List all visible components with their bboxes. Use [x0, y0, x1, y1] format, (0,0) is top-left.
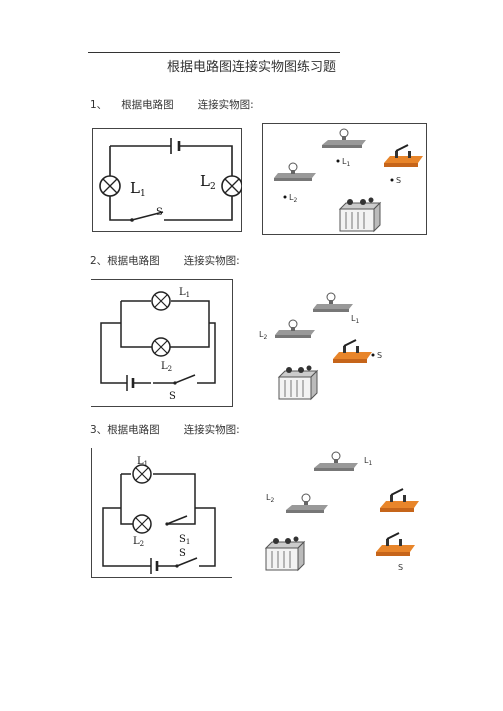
battery-image [277, 365, 319, 401]
question-text-b: 连接实物图: [197, 99, 254, 111]
physical-label-l1: L1 [364, 456, 372, 467]
switch-main-image [376, 532, 415, 556]
lamp-l2-symbol [221, 175, 242, 197]
lamp-l1-symbol [151, 291, 171, 311]
question-text-a: 根据电路图 [121, 99, 174, 111]
question-number: 3、 [90, 424, 108, 436]
label-l2: L2 [161, 361, 172, 373]
label-l1: L1 [179, 287, 190, 299]
bulb-l1-image [313, 292, 353, 312]
q2-physical-diagram: L1 L2 S [259, 292, 382, 401]
switch-image [384, 144, 423, 167]
physical-label-s: S [398, 563, 403, 572]
physical-label-l2: L2 [266, 493, 274, 504]
battery-image [264, 536, 306, 572]
q1-schematic-diagram: L1 L2 S [92, 128, 242, 232]
switch-s1-symbol [165, 515, 188, 526]
physical-label-l2: L2 [259, 330, 267, 341]
physical-label-s: S [377, 351, 382, 360]
label-s: S [169, 391, 176, 402]
label-s: S [179, 548, 186, 559]
label-s1: S1 [179, 534, 190, 546]
bulb-l1-image [322, 128, 366, 148]
question-1-label: 1、 根据电路图 连接实物图: [90, 97, 254, 112]
label-l2: L2 [200, 172, 216, 192]
label-s: S [156, 207, 163, 218]
question-text-b: 连接实物图: [183, 424, 240, 436]
battery-image [338, 197, 382, 233]
label-l1: L1 [130, 179, 146, 199]
title-rule [88, 52, 340, 53]
switch-s1-image [380, 488, 419, 512]
physical-label-s: S [396, 176, 401, 185]
question-number: 2、 [90, 255, 108, 267]
switch-image [333, 339, 372, 363]
q3-physical-diagram: L1 L2 S [264, 451, 419, 572]
question-text-b: 连接实物图: [183, 255, 240, 267]
lamp-l1-symbol [132, 464, 152, 484]
page-title: 根据电路图连接实物图练习题 [166, 60, 336, 75]
lamp-l2-symbol [151, 337, 171, 357]
physical-label-l2: L2 [289, 193, 297, 204]
label-l1: L1 [137, 456, 148, 468]
question-2-label: 2、根据电路图 连接实物图: [90, 253, 240, 268]
bulb-l1-image [314, 451, 358, 471]
q3-schematic-diagram: L1 L2 S1 S [91, 448, 232, 578]
lamp-l1-symbol [99, 175, 121, 197]
physical-label-l1: L1 [342, 157, 350, 168]
question-number: 1、 [90, 99, 108, 111]
bulb-l2-image [274, 162, 316, 181]
q2-schematic-diagram: L1 L2 S [91, 279, 233, 407]
bulb-l2-image [286, 493, 328, 513]
lamp-l2-symbol [132, 514, 152, 534]
switch-main-symbol [175, 557, 198, 568]
bulb-l2-image [275, 319, 315, 338]
question-text-a: 根据电路图 [107, 255, 160, 267]
question-3-label: 3、根据电路图 连接实物图: [90, 422, 240, 437]
physical-label-l1: L1 [351, 314, 359, 325]
question-text-a: 根据电路图 [107, 424, 160, 436]
label-l2: L2 [133, 536, 144, 548]
switch-symbol [173, 374, 196, 385]
q1-physical-diagram: L1 L2 S [262, 123, 427, 235]
switch-symbol [130, 211, 164, 222]
